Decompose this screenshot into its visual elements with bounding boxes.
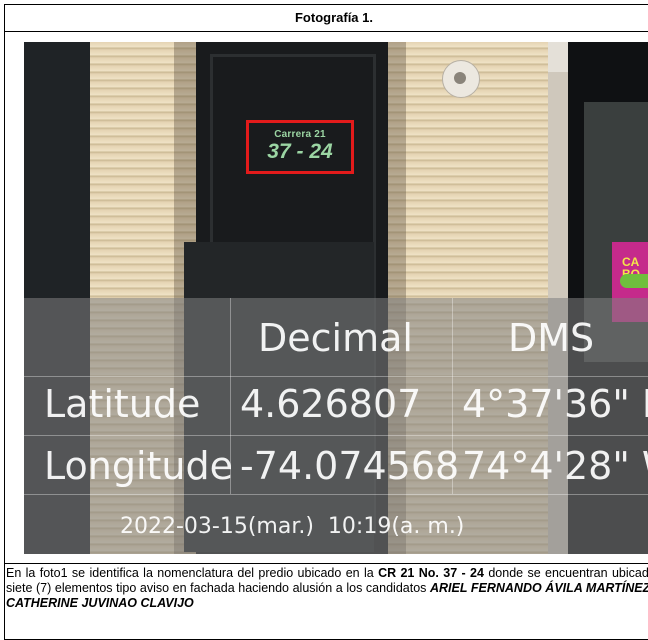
photo-caption: En la foto1 se identifica la nomenclatur… [4, 563, 648, 611]
caption-address: CR 21 No. 37 - 24 [378, 566, 484, 580]
address-plate-street: Carrera 21 [274, 129, 326, 140]
gps-overlay [24, 298, 648, 554]
overlay-gridline [24, 494, 648, 495]
gps-col-dms: DMS [508, 316, 595, 360]
gps-latitude-decimal: 4.626807 [240, 382, 422, 426]
gps-col-decimal: Decimal [258, 316, 413, 360]
address-plate-number: 37 - 24 [267, 140, 333, 163]
gps-longitude-label: Longitude [44, 444, 233, 488]
wall-lamp-center [454, 72, 466, 84]
photo: CABO Carrera 21 37 - 24 Decimal DMS Lati… [24, 42, 648, 554]
figure-title: Fotografía 1. [4, 4, 648, 32]
overlay-gridline [230, 298, 231, 494]
overlay-gridline [24, 435, 648, 436]
caption-candidates: ARIEL FERNANDO ÁVILA MARTÍNEZ Y CATHERIN… [6, 581, 648, 610]
overlay-gridline [452, 298, 453, 494]
overlay-gridline [24, 376, 648, 377]
caption-middle: donde se encuentran ubicados siete (7) e… [6, 566, 648, 595]
gps-latitude-label: Latitude [44, 382, 201, 426]
gps-longitude-decimal: -74.074568 [240, 444, 460, 488]
campaign-sign-band [620, 274, 648, 288]
caption-intro: En la foto1 se identifica la nomenclatur… [6, 566, 379, 580]
gps-latitude-dms: 4°37'36" N [462, 382, 648, 426]
address-plate: Carrera 21 37 - 24 [246, 120, 354, 174]
gps-timestamp: 2022-03-15(mar.) 10:19(a. m.) [120, 514, 465, 539]
gps-longitude-dms: 74°4'28" W [462, 444, 648, 488]
